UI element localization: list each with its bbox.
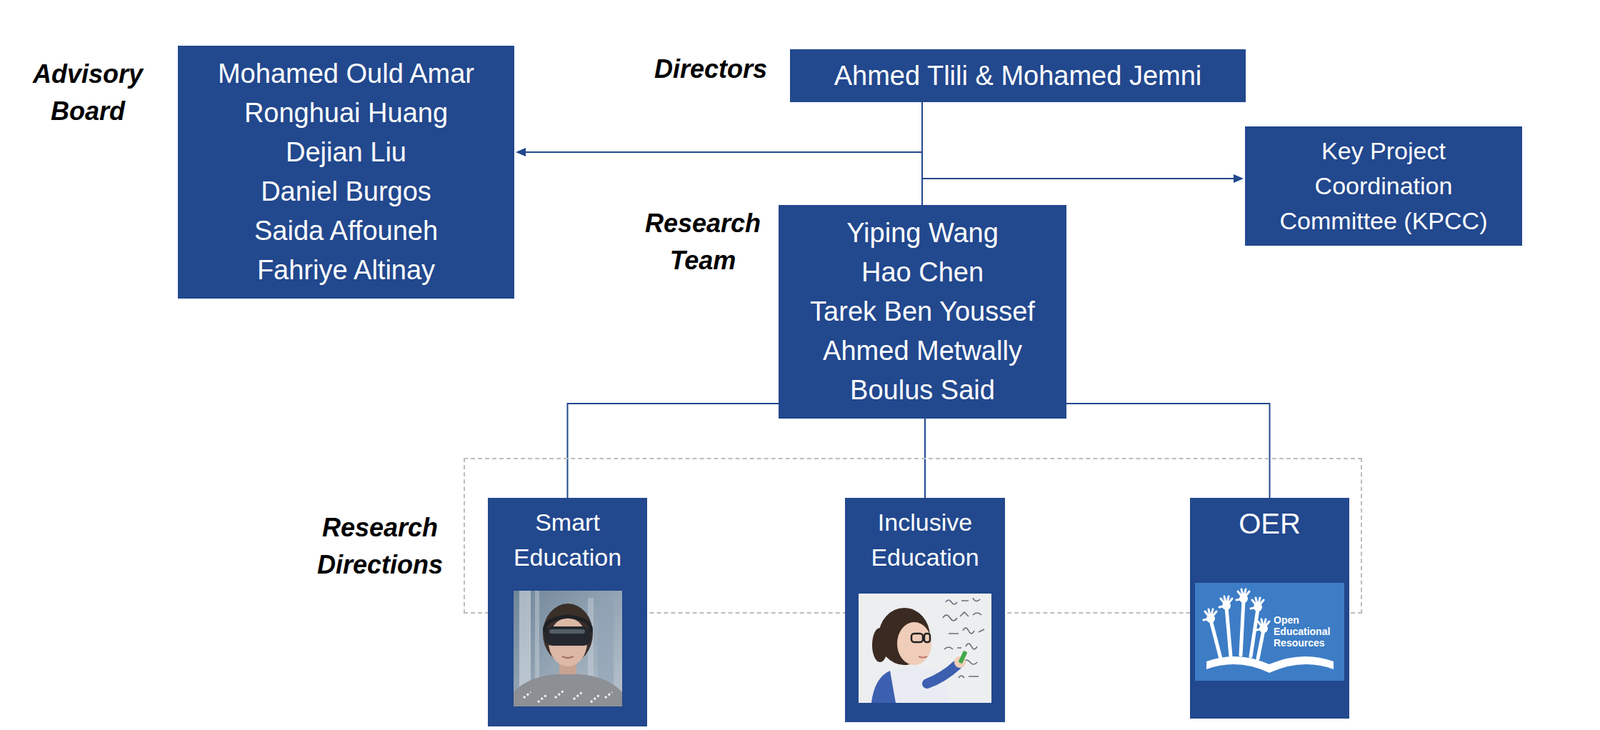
face	[897, 622, 932, 665]
member-name: Ahmed Metwally	[790, 331, 1055, 371]
director-names: Ahmed Tlili & Mohamed Jemni	[804, 56, 1232, 96]
illustration-part	[1256, 619, 1270, 633]
illustration-part	[945, 597, 980, 605]
photo-frame	[858, 593, 992, 703]
illustration-part	[918, 656, 928, 658]
vr-headset-photo	[513, 590, 623, 707]
directions-group: Research DirectionsSmart Education I	[463, 457, 1363, 614]
logo-text: Open Educational Resources	[1273, 614, 1343, 649]
book	[1206, 656, 1334, 673]
headset	[544, 626, 592, 646]
illustration-part	[1226, 607, 1231, 657]
member-name: Boulus Said	[790, 370, 1055, 410]
member-name: Hao Chen	[790, 252, 1055, 293]
connector	[1066, 403, 1270, 498]
illustration-part	[1257, 630, 1264, 659]
connector-line	[1066, 403, 1270, 498]
member-name: Dejian Liu	[192, 132, 500, 173]
heading-label: Research Directions	[297, 509, 463, 584]
glasses	[911, 633, 923, 643]
connector	[567, 403, 780, 498]
illustration-part	[523, 690, 613, 703]
illustration-part	[924, 633, 930, 643]
member-name: Tarek Ben Youssef	[790, 292, 1055, 332]
photo-frame	[513, 590, 623, 707]
illustration-part	[1210, 620, 1221, 659]
director-box: DirectorsAhmed Tlili & Mohamed Jemni	[790, 49, 1246, 103]
heading-label: Directors	[654, 50, 768, 88]
direction-box: OER Open Educational Resou	[1190, 497, 1350, 719]
illustration-part	[549, 629, 585, 634]
connector-line	[922, 102, 1235, 179]
member-name: Daniel Burgos	[192, 172, 500, 212]
advisory-box: Advisory BoardMohamed Ould AmarRonghuai …	[177, 45, 515, 299]
oer-logo: Open Educational Resources	[1195, 582, 1345, 681]
marker	[957, 650, 968, 665]
member-name: Fahriye Altinay	[192, 250, 500, 290]
illustration-part	[1240, 600, 1244, 655]
direction-box: Inclusive Education	[845, 497, 1005, 723]
member-name: Saida Affouneh	[192, 211, 500, 251]
illustration-part	[922, 636, 925, 638]
illustration-part	[942, 612, 982, 621]
illustration-part	[562, 656, 574, 658]
connector-line	[525, 102, 923, 153]
illustration-part	[1219, 596, 1233, 610]
member-name: Mohamed Ould Amar	[192, 54, 500, 94]
team-box: Research TeamYiping WangHao ChenTarek Be…	[778, 205, 1067, 419]
illustration-part	[1203, 609, 1217, 623]
photo-background	[858, 593, 992, 703]
arrow-head	[515, 147, 526, 157]
illustration-part	[871, 670, 896, 703]
whiteboard-photo	[858, 593, 992, 703]
illustration-part	[1236, 589, 1250, 603]
committee-name: Key Project Coordination Committee (KPCC…	[1257, 133, 1510, 239]
heading-label: Advisory Board	[20, 55, 156, 130]
illustration-part	[944, 643, 978, 650]
member-name: Yiping Wang	[790, 213, 1055, 253]
photo-background	[513, 590, 623, 707]
connector-line	[921, 102, 923, 205]
member-name: Ronghuai Huang	[192, 93, 500, 133]
shoulders	[513, 674, 623, 707]
illustration-part	[1250, 608, 1258, 657]
arrow-head	[1233, 174, 1244, 183]
heading-label: Research Team	[635, 205, 771, 280]
committee-box: Key Project Coordination Committee (KPCC…	[1245, 126, 1523, 246]
direction-name: Inclusive Education	[850, 505, 1000, 575]
illustration-part	[958, 675, 979, 678]
connector	[515, 102, 923, 157]
connector	[922, 102, 923, 205]
connector-line	[567, 403, 780, 498]
direction-name: OER	[1194, 506, 1345, 542]
illustration-part	[927, 665, 958, 684]
direction-name: Smart Education	[493, 505, 642, 575]
direction-box: Smart Education	[487, 497, 648, 727]
connector	[922, 102, 1244, 183]
logo-background	[1195, 582, 1345, 681]
illustration-part	[948, 627, 985, 634]
illustration-part	[1250, 597, 1264, 612]
